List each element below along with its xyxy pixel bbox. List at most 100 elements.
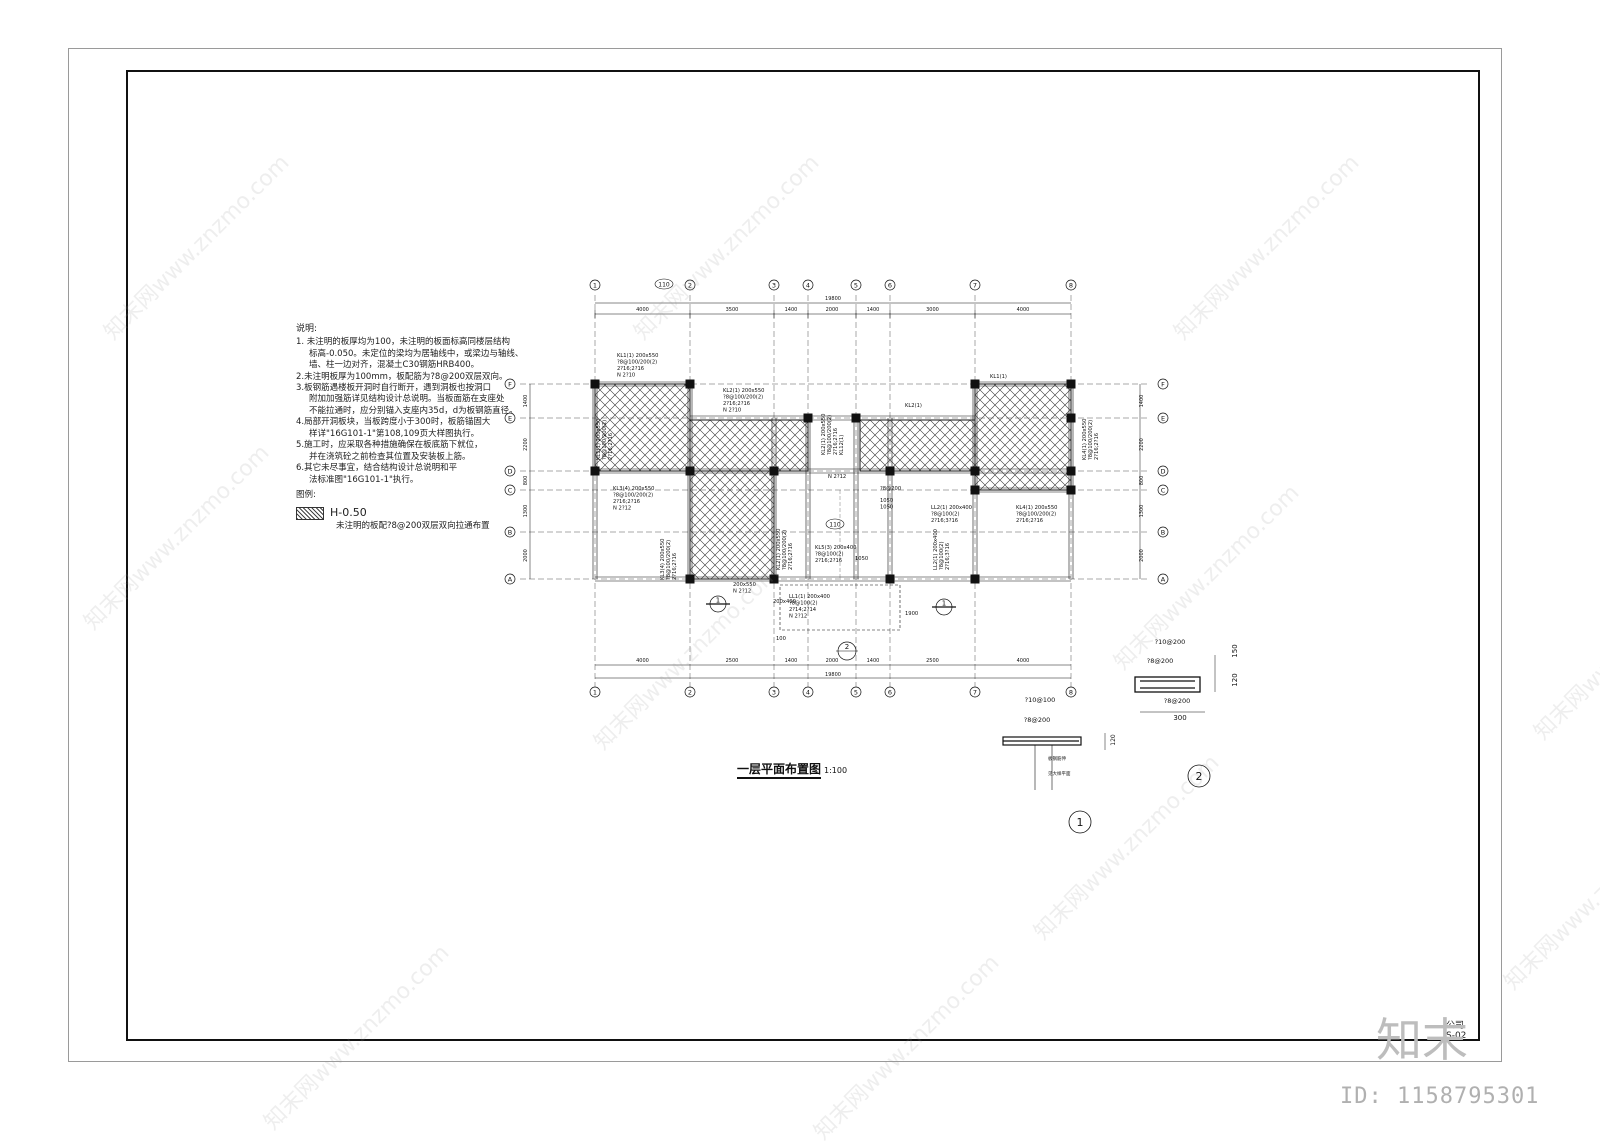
- beam-label-6: 2?16;2?16: [723, 401, 750, 407]
- beam-label-0: KL1(1) 200x550: [617, 353, 658, 359]
- axis-top-4-circle: [802, 279, 814, 291]
- axis-left-E-label: E: [508, 414, 512, 422]
- axis-top-2-circle: [684, 279, 696, 291]
- axis-top-6-circle: [884, 279, 896, 291]
- column-13: [970, 485, 980, 495]
- detail1-top-label: ?10@100: [1025, 696, 1056, 704]
- dim-top-1: 3500: [726, 307, 739, 313]
- section-marker-1a-circle: [709, 595, 727, 613]
- axis-top-3-label: 3: [772, 281, 776, 289]
- dim-right-0: 1400: [1139, 395, 1145, 408]
- axis-bottom-3-label: 3: [772, 688, 776, 696]
- dim-top-0: 4000: [636, 307, 649, 313]
- dim-left-4: 2000: [523, 549, 529, 562]
- column-15: [685, 574, 695, 584]
- hatched-slab-3: [859, 419, 976, 472]
- axis-bottom-3-circle: [768, 686, 780, 698]
- column-16: [769, 574, 779, 584]
- axis-top-2-label: 2: [688, 281, 692, 289]
- axis-bottom-1-circle: [589, 686, 601, 698]
- axis-left-B-circle: [504, 526, 516, 538]
- beam-label-15: ?8@100/200(2): [1016, 512, 1056, 518]
- section-marker-1b-label: 1: [942, 600, 946, 608]
- axis-right-A-circle: [1157, 573, 1169, 585]
- note-3c: 不能拉通时，应分别锚入支座内35d，d为板钢筋直径。: [309, 405, 518, 416]
- beam-label-31: N 2?12: [828, 474, 846, 480]
- section-marker-1b-circle: [935, 598, 953, 616]
- beam-label-v-2-0: KL3(4) 200x550: [660, 539, 666, 580]
- beam-label-25: 2?14;2?14: [789, 607, 817, 613]
- beam-label-v-1-0: KL1(1) 200x550: [596, 419, 602, 460]
- beam-label-19: 2?16;3?16: [931, 518, 958, 524]
- axis-bottom-1-label: 1: [593, 688, 597, 696]
- detail2-h2: 120: [1231, 673, 1239, 686]
- detail1-note2: 见大样平面: [1048, 770, 1071, 777]
- title-block-sheet-no: S-02: [1446, 1031, 1467, 1041]
- axis-bottom-5-circle: [850, 686, 862, 698]
- dim-top-total: 19800: [825, 296, 841, 302]
- beam-label-17: LL2(1) 200x400: [931, 505, 972, 511]
- axis-top-6-label: 6: [888, 281, 892, 289]
- beam-label-v-4-2: 2?16;2?16: [833, 428, 839, 455]
- beam-label-14: KL4(1) 200x550: [1016, 505, 1057, 511]
- beam-label-16: 2?16;2?16: [1016, 518, 1043, 524]
- notes-heading: 说明:: [296, 324, 318, 334]
- column-11: [970, 466, 980, 476]
- dim-right-1: 2200: [1139, 438, 1145, 451]
- detail1-tag-circle: [1068, 810, 1092, 834]
- beam-label-23: LL1(1) 200x400: [789, 594, 830, 600]
- hatch-swatch-icon: [296, 506, 324, 520]
- column-5: [851, 413, 861, 423]
- sheet-inner-frame: [126, 70, 1480, 1041]
- axis-right-C-circle: [1157, 484, 1169, 496]
- column-3: [1066, 379, 1076, 389]
- beam-label-v-8-1: ?8@100/200(2): [1088, 420, 1094, 460]
- detail1-tag-label: 1: [1077, 816, 1084, 829]
- detail2-beam: [1134, 676, 1201, 693]
- note-6a: 6.其它未尽事宜，结合结构设计总说明和平: [296, 463, 458, 474]
- axis-right-D-label: D: [1160, 467, 1165, 475]
- beam-label-v-1-2: 2?16;2?16: [608, 433, 614, 460]
- legend-row: H-0.50: [296, 506, 506, 521]
- note-4a: 4.局部开洞板块，当板跨度小于300时，板筋锚固大: [296, 417, 491, 428]
- dim-left-1: 2200: [523, 438, 529, 451]
- beam-label-8: KL2(1): [905, 403, 922, 409]
- image-id-label: ID: 1158795301: [1340, 1084, 1540, 1109]
- column-18: [970, 574, 980, 584]
- axis-right-A-label: A: [1161, 575, 1166, 583]
- column-4: [803, 413, 813, 423]
- beam-label-v-3-2: 2?16;2?16: [788, 543, 794, 570]
- axis-left-F-label: F: [508, 380, 512, 388]
- note-5b: 并在浇筑砼之前检查其位置及安装板上筋。: [309, 451, 471, 462]
- dim-left-3: 1300: [523, 505, 529, 518]
- axis-bottom-7-circle: [969, 686, 981, 698]
- note-4b: 样详"16G101-1"第108,109页大样图执行。: [309, 428, 480, 439]
- axis-top-7-circle: [969, 279, 981, 291]
- beam-label-v-2-1: ?8@100/200(2): [666, 540, 672, 580]
- beam-label-v-3-0: KL2(1) 200x550: [776, 529, 782, 570]
- beam-label-11: ?8@100/200(2): [613, 493, 653, 499]
- column-0: [590, 379, 600, 389]
- axis-left-D-label: D: [507, 467, 512, 475]
- axis-left-D-circle: [504, 465, 516, 477]
- axis-top-3-circle: [768, 279, 780, 291]
- dim-top-3: 2000: [826, 307, 839, 313]
- axis-left-C-circle: [504, 484, 516, 496]
- axis-top-4-label: 4: [806, 281, 810, 289]
- axis-bottom-8-circle: [1065, 686, 1077, 698]
- axis-top-1-label: 1: [593, 281, 597, 289]
- axis-right-B-circle: [1157, 526, 1169, 538]
- column-12: [1066, 466, 1076, 476]
- hatched-slab-2: [689, 470, 775, 580]
- dim-bottom-3: 2000: [826, 658, 839, 664]
- note-2: 2.未注明板厚为100mm，板配筋为?8@200双层双向。: [296, 371, 508, 382]
- detail2-top-label: ?10@200: [1155, 638, 1186, 646]
- beam-label-20: KL5(3) 200x400: [815, 545, 856, 551]
- dim-left-0: 1400: [523, 395, 529, 408]
- plan-title-text: 一层平面布置图: [737, 762, 822, 779]
- beam-label-18: ?8@100(2): [931, 512, 960, 518]
- beam-label-37: 100: [776, 636, 786, 642]
- axis-right-C-label: C: [1161, 486, 1166, 494]
- axis-right-F-label: F: [1161, 380, 1165, 388]
- detail2-tag-label: 2: [1196, 770, 1203, 783]
